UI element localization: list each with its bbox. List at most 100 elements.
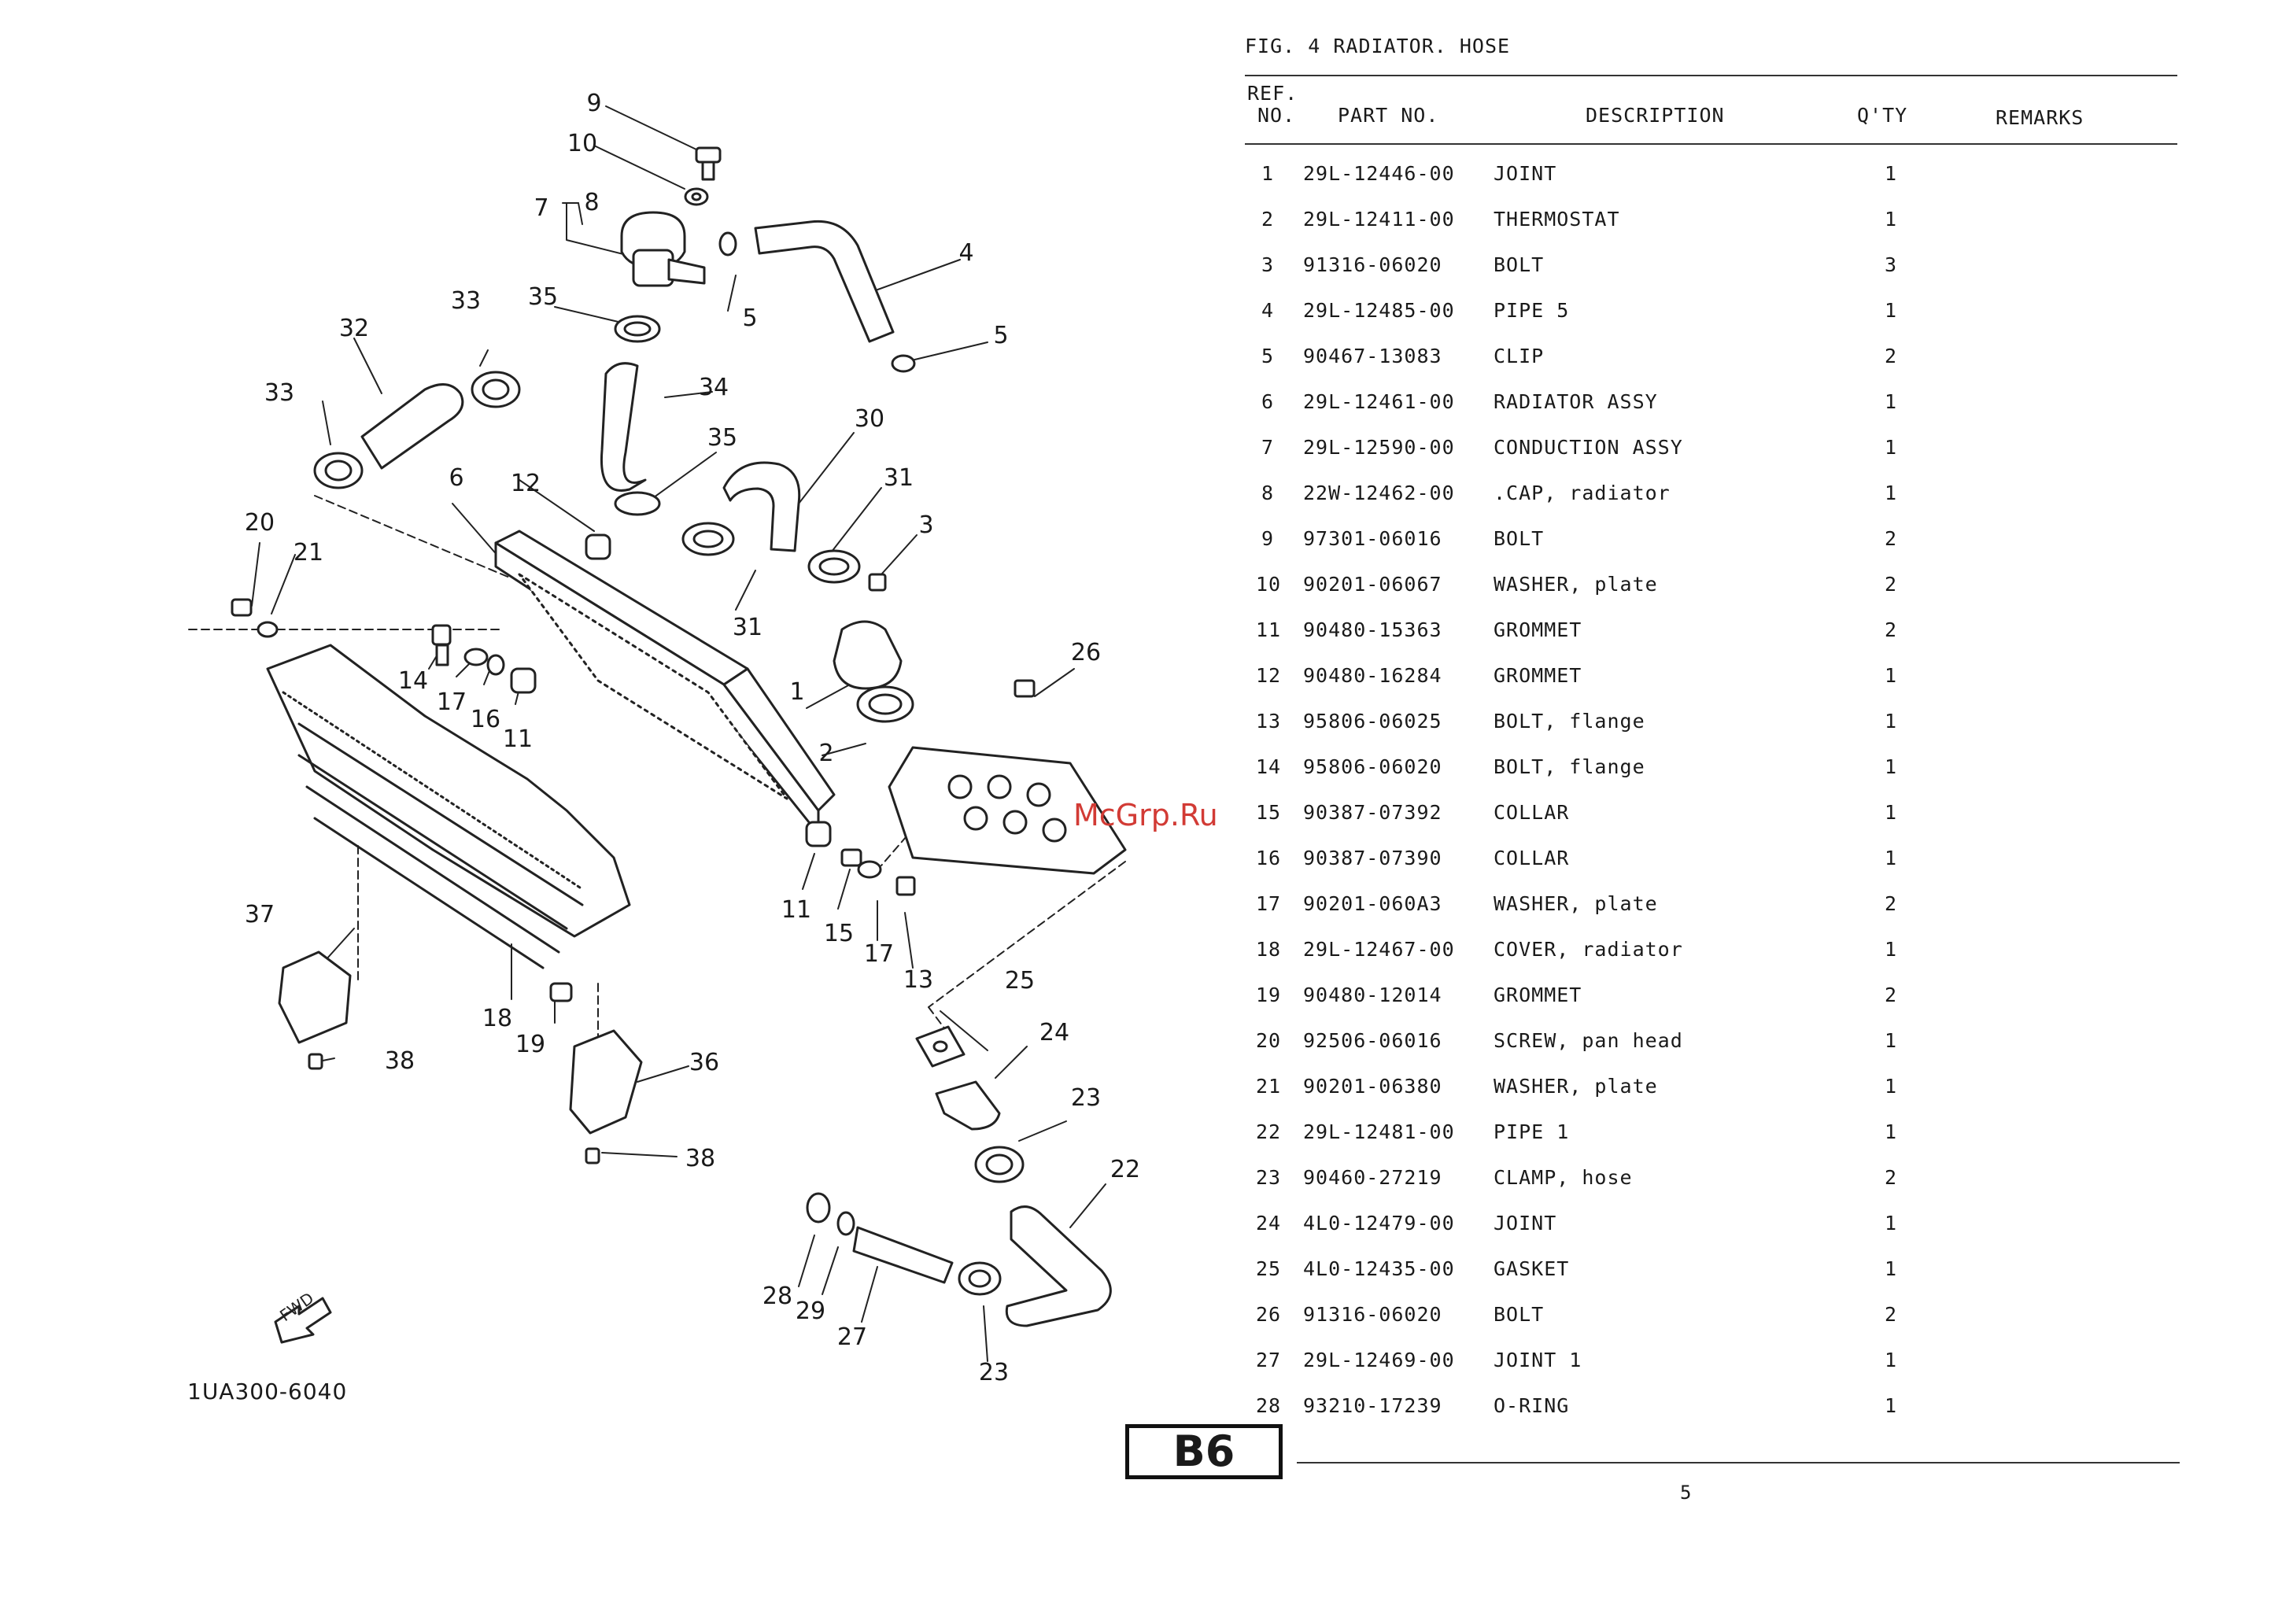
qty: 3 xyxy=(1884,253,1898,276)
description: RADIATOR ASSY xyxy=(1494,390,1658,413)
thermostat-housing-shape xyxy=(833,620,914,723)
description: SCREW, pan head xyxy=(1494,1029,1683,1052)
ref-no: 25 xyxy=(1256,1257,1282,1280)
ref-no: 1 xyxy=(1261,162,1275,185)
part-no: 29L-12461-00 xyxy=(1303,390,1455,413)
ref-no: 21 xyxy=(1256,1075,1282,1098)
joint-27-shape xyxy=(852,1226,954,1284)
callout-37: 37 xyxy=(244,901,275,928)
part-no: 90480-15363 xyxy=(1303,618,1442,641)
header-bottom-rule xyxy=(1245,143,2177,145)
diagram-model-code: 1UA300-6040 xyxy=(187,1379,348,1404)
description: .CAP, radiator xyxy=(1494,482,1671,504)
description: BOLT xyxy=(1494,527,1545,550)
qty: 2 xyxy=(1884,345,1898,367)
description: COVER, radiator xyxy=(1494,938,1683,961)
callout-19: 19 xyxy=(515,1031,546,1058)
callout-24: 24 xyxy=(1039,1019,1070,1046)
callout-6: 6 xyxy=(449,464,464,492)
callout-36: 36 xyxy=(689,1049,720,1076)
callout-25: 25 xyxy=(1004,967,1036,995)
part-no: 29L-12590-00 xyxy=(1303,436,1455,459)
bolt-3-26-shapes xyxy=(868,573,1036,698)
col-header-description: DESCRIPTION xyxy=(1586,104,1725,127)
callout-38b: 38 xyxy=(685,1145,716,1172)
qty: 1 xyxy=(1884,1349,1898,1371)
qty: 1 xyxy=(1884,1029,1898,1052)
callout-32: 32 xyxy=(338,315,370,342)
description: JOINT xyxy=(1494,162,1557,185)
qty: 2 xyxy=(1884,892,1898,915)
qty: 2 xyxy=(1884,984,1898,1006)
clamp-33-shape xyxy=(471,371,521,408)
qty: 1 xyxy=(1884,482,1898,504)
part-no: 92506-06016 xyxy=(1303,1029,1442,1052)
col-header-ref-no-line2: NO. xyxy=(1257,104,1296,127)
callout-30: 30 xyxy=(854,405,885,433)
ref-no: 17 xyxy=(1256,892,1282,915)
pipe-5-shape xyxy=(754,220,895,343)
joint-gasket-shapes xyxy=(915,1025,1001,1131)
fwd-arrow-icon xyxy=(274,1297,332,1344)
clamp-35-shape xyxy=(614,315,661,343)
part-no: 91316-06020 xyxy=(1303,253,1442,276)
callout-33b: 33 xyxy=(264,379,295,407)
part-no: 29L-12446-00 xyxy=(1303,162,1455,185)
qty: 2 xyxy=(1884,1166,1898,1189)
callout-11a: 11 xyxy=(502,725,534,753)
callout-21: 21 xyxy=(293,539,324,567)
clamp-31-shape xyxy=(807,549,861,584)
part-no: 29L-12469-00 xyxy=(1303,1349,1455,1371)
ref-no: 8 xyxy=(1261,482,1275,504)
part-no: 90467-13083 xyxy=(1303,345,1442,367)
ref-no: 6 xyxy=(1261,390,1275,413)
callout-38a: 38 xyxy=(384,1047,415,1075)
description: COLLAR xyxy=(1494,847,1570,869)
ref-no: 22 xyxy=(1256,1120,1282,1143)
bracket-36-shape xyxy=(569,1029,643,1135)
ref-no: 9 xyxy=(1261,527,1275,550)
part-no: 90387-07392 xyxy=(1303,801,1442,824)
callout-23a: 23 xyxy=(1070,1084,1102,1112)
part-no: 95806-06020 xyxy=(1303,755,1442,778)
callout-7: 7 xyxy=(534,194,549,222)
part-no: 95806-06025 xyxy=(1303,710,1442,733)
description: GROMMET xyxy=(1494,984,1582,1006)
col-header-part-no: PART NO. xyxy=(1338,104,1439,127)
radiator-cover-shape xyxy=(266,644,631,969)
ref-no: 12 xyxy=(1256,664,1282,687)
callout-3: 3 xyxy=(918,511,934,539)
part-no: 97301-06016 xyxy=(1303,527,1442,550)
page-number: 5 xyxy=(1680,1482,1692,1504)
footer-rule xyxy=(1297,1462,2180,1463)
o-ring-29-shape xyxy=(836,1211,855,1236)
qty: 1 xyxy=(1884,847,1898,869)
callout-22: 22 xyxy=(1110,1156,1141,1183)
small-fastener-shapes xyxy=(231,533,916,1164)
ref-no: 23 xyxy=(1256,1166,1282,1189)
description: WASHER, plate xyxy=(1494,892,1658,915)
description: COLLAR xyxy=(1494,801,1570,824)
description: CLIP xyxy=(1494,345,1545,367)
pipe-1-shape xyxy=(1005,1205,1112,1327)
ref-no: 2 xyxy=(1261,208,1275,231)
qty: 1 xyxy=(1884,436,1898,459)
part-no: 93210-17239 xyxy=(1303,1394,1442,1417)
description: GROMMET xyxy=(1494,618,1582,641)
qty: 1 xyxy=(1884,801,1898,824)
